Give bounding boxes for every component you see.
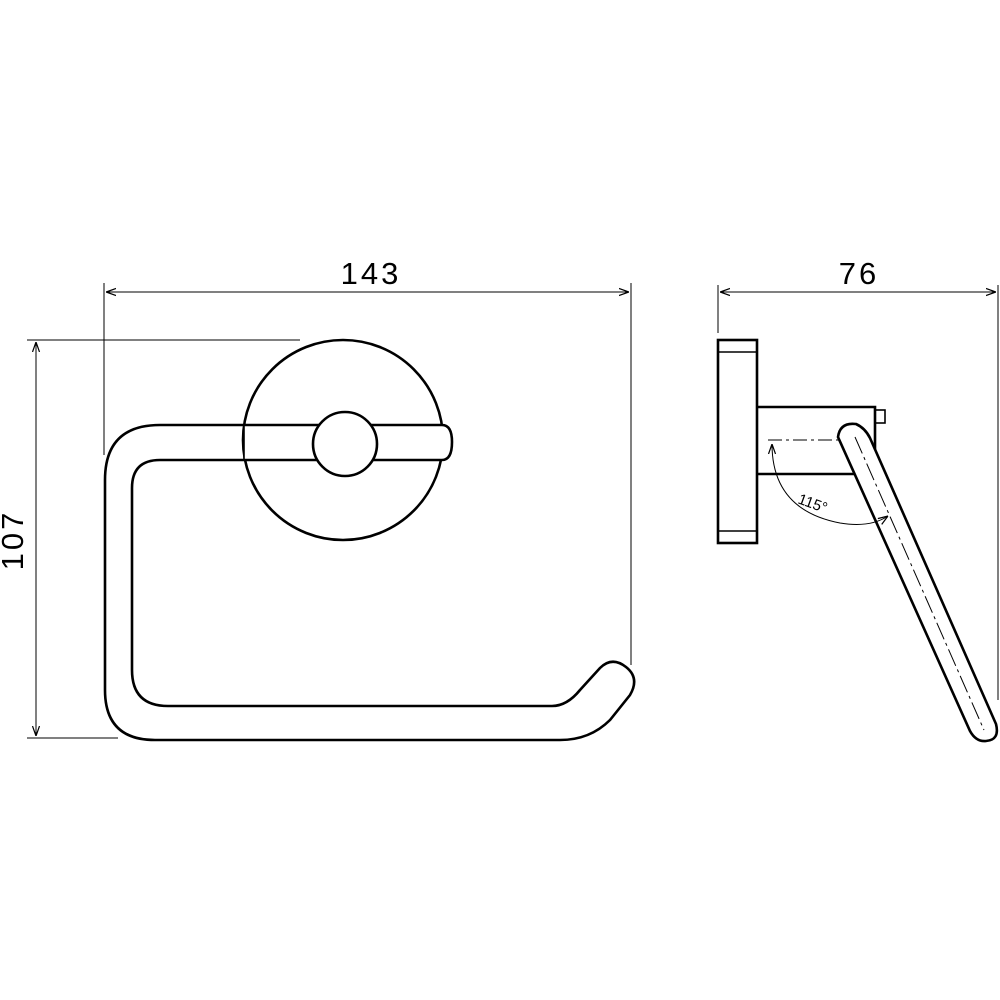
- angle-label: 115°: [796, 491, 830, 517]
- front-height-dimension: 107: [0, 339, 300, 739]
- side-wall-plate: [716, 338, 759, 545]
- holder-arm-outline: [103, 423, 636, 742]
- hub-circle: [311, 410, 379, 478]
- side-view: 115°: [716, 338, 999, 743]
- angle-arc: [772, 444, 888, 525]
- front-height-label: 107: [0, 510, 30, 571]
- side-depth-dimension: 76: [717, 256, 999, 700]
- front-width-label: 143: [341, 256, 402, 291]
- side-angled-arm: [836, 422, 999, 743]
- side-depth-label: 76: [839, 256, 879, 291]
- front-width-dimension: 143: [103, 256, 632, 665]
- front-view: [103, 338, 636, 742]
